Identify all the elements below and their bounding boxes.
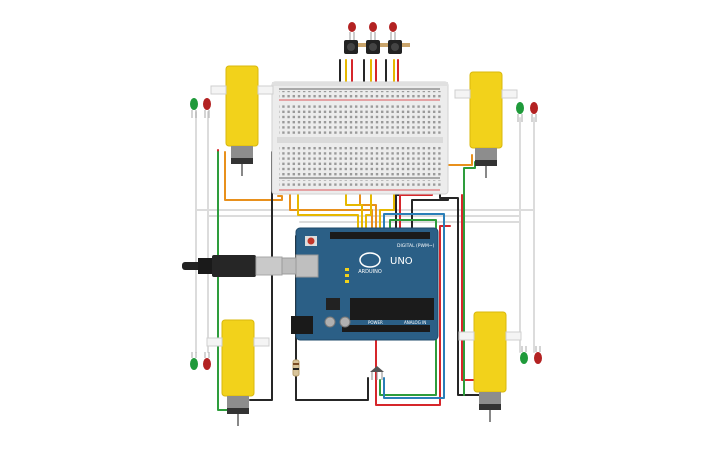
led-green-top-left [190, 98, 198, 118]
led-green-bottom-right [520, 346, 528, 364]
ir-receiver-bottom [370, 366, 384, 380]
dc-motor [458, 311, 522, 422]
arduino-uno: ARDUINO UNO DIGITAL (PWM~) POWER ANALOG … [291, 227, 439, 341]
ir-sensor [366, 40, 388, 54]
led-group-left [190, 98, 211, 370]
arduino-brand-label: ARDUINO [358, 269, 382, 275]
dc-motor [210, 65, 274, 176]
usb-cable [182, 255, 297, 277]
dc-motor [454, 71, 518, 178]
ir-sensor [344, 40, 366, 54]
led-red-bottom-right [534, 346, 542, 364]
power-header-label: POWER [368, 320, 383, 325]
led-red-top-right [530, 102, 538, 122]
sensor-led-red [369, 22, 377, 40]
arduino-model-label: UNO [390, 256, 413, 267]
sensor-led-red [348, 22, 356, 40]
led-green-top-right [516, 102, 524, 122]
sensor-led-red [389, 22, 397, 40]
led-group-right [516, 102, 542, 364]
breadboard [271, 81, 449, 195]
ir-sensor [388, 40, 410, 54]
resistor-left [292, 359, 300, 377]
ir-sensor-group [344, 22, 410, 54]
led-green-bottom-left [190, 352, 198, 370]
dc-motor [206, 319, 270, 426]
digital-pins-label: DIGITAL (PWM~) [397, 243, 435, 249]
led-red-bottom-left [203, 352, 211, 370]
led-red-top-left [203, 98, 211, 118]
analog-header-label: ANALOG IN [404, 320, 426, 325]
blue-wires [383, 213, 445, 399]
